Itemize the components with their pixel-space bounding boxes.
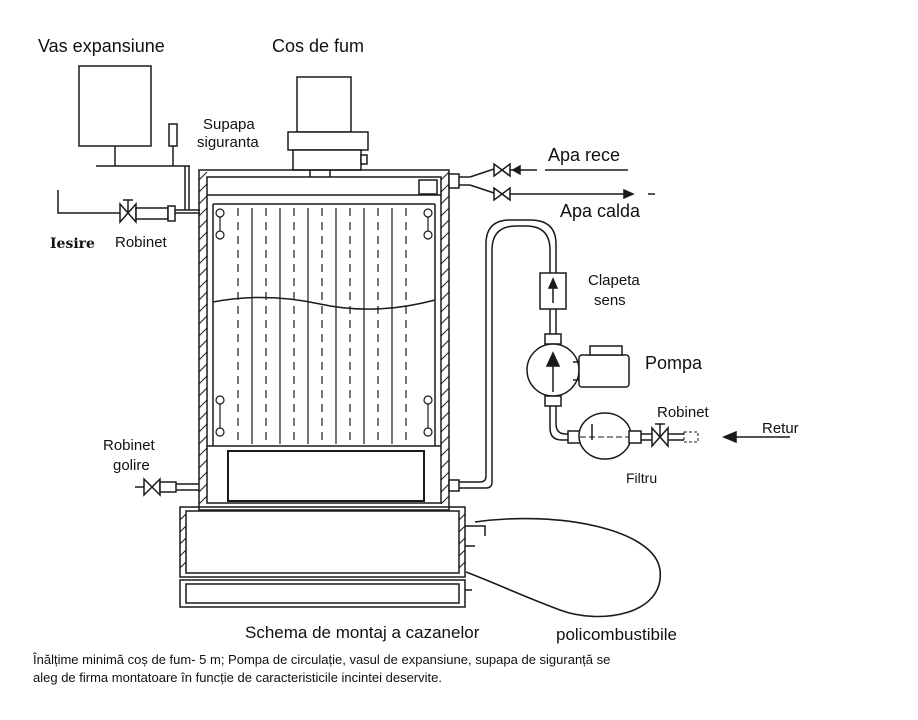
check-valve-label-line2: sens: [594, 292, 626, 309]
drain-valve-label-line1: Robinet: [103, 437, 155, 454]
water-connections: [448, 162, 655, 202]
boiler-base: [179, 506, 661, 618]
chimney: [287, 76, 369, 177]
return-valve-label: Robinet: [657, 404, 709, 421]
outlet-label: Iesire: [50, 236, 95, 252]
expansion-vessel: [78, 65, 190, 167]
caption-note-line1: Înălțime minimă coș de fum- 5 m; Pompa d…: [33, 652, 611, 667]
caption-title-part1: Schema de montaj a cazanelor: [245, 623, 480, 642]
check-valve-label-line1: Clapeta: [588, 272, 640, 289]
hot-water-label: Apa calda: [560, 201, 641, 221]
safety-valve: [168, 123, 178, 166]
top-valve-label: Robinet: [115, 234, 167, 251]
drain-valve: [135, 477, 199, 497]
cold-water-label: Apa rece: [548, 145, 621, 165]
pump-label: Pompa: [645, 353, 703, 373]
caption-title-part2: policombustibile: [556, 625, 677, 644]
chimney-label: Cos de fum: [272, 36, 365, 56]
drain-valve-label-line2: golire: [113, 457, 150, 474]
return-label: Retur: [762, 420, 799, 437]
expansion-vessel-label: Vas expansiune: [38, 36, 165, 56]
boiler-body: [198, 169, 450, 511]
circulation-loop: [448, 219, 790, 492]
safety-valve-label-line2: siguranta: [197, 134, 259, 151]
outlet-pipe: [57, 166, 200, 224]
filter-label: Filtru: [626, 470, 658, 486]
safety-valve-label-line1: Supapa: [203, 116, 255, 133]
caption-note-line2: aleg de firma montatoare în funcție de c…: [33, 670, 442, 685]
